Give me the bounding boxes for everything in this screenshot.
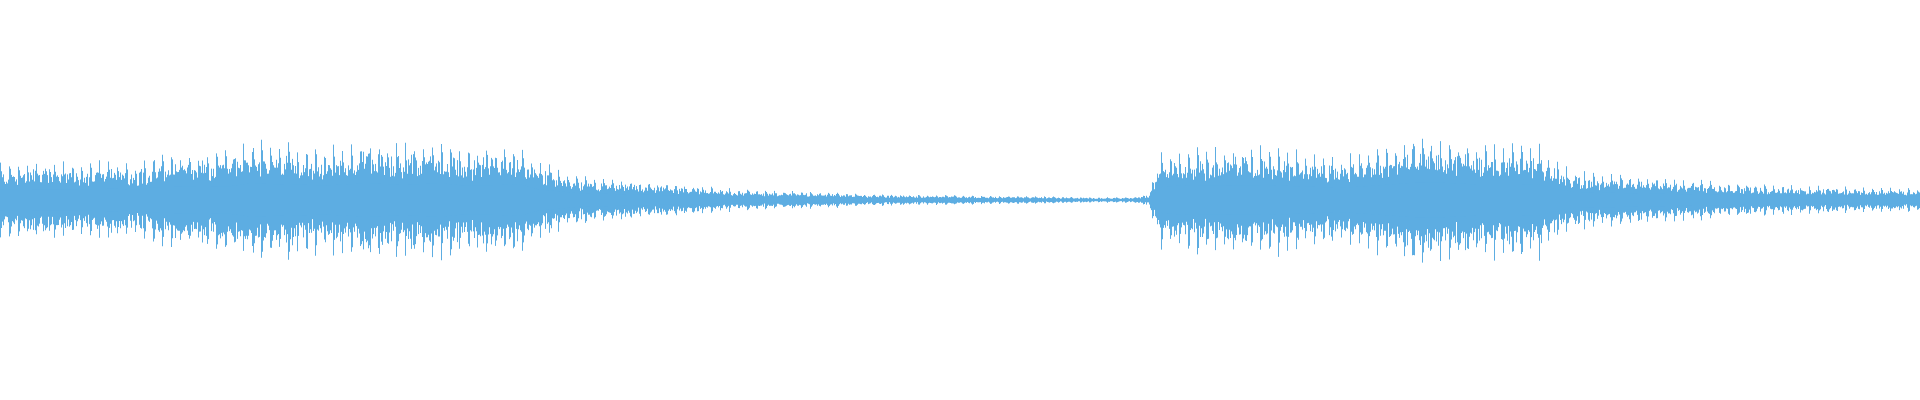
waveform-core — [0, 182, 1920, 218]
waveform-bars — [0, 138, 1920, 263]
